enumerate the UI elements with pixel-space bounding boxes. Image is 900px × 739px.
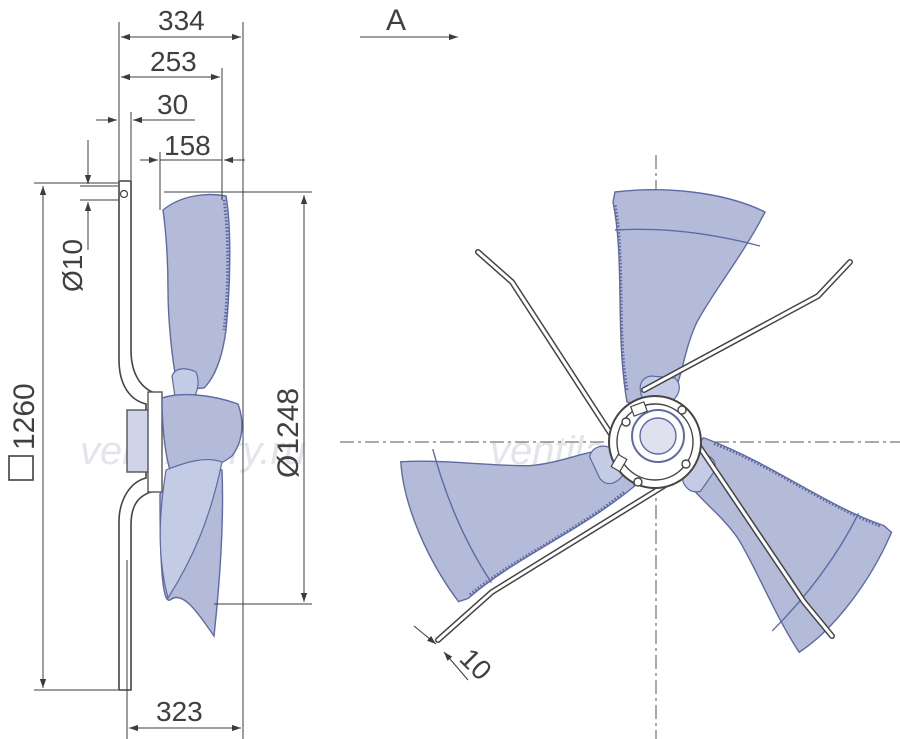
dim-blade-depth: 158 <box>164 130 211 161</box>
frame-bar-upper-left <box>475 249 619 445</box>
front-blade-left <box>380 364 645 606</box>
view-a-indicator: A <box>360 4 458 41</box>
side-view: 334 253 30 158 Ø10 1260 Ø1248 <box>8 5 312 739</box>
dim-hole-diameter: Ø10 <box>57 239 88 292</box>
dim-frame-size: 1260 <box>8 383 41 450</box>
front-blade-top <box>611 188 767 406</box>
dim-blade-to-mount: 253 <box>150 46 197 77</box>
motor-hub <box>126 409 150 473</box>
mount-hole <box>119 189 129 199</box>
view-label: A <box>386 4 406 37</box>
square-icon <box>8 455 34 481</box>
side-blade-upper <box>162 193 231 391</box>
dim-mount-offset: 30 <box>157 89 188 120</box>
dim-bar-width: 10 <box>454 642 498 686</box>
dim-overall-depth: 334 <box>158 5 205 36</box>
front-view: 10 <box>340 155 900 739</box>
side-blade-middle <box>161 393 243 473</box>
dim-base-depth: 323 <box>156 696 203 727</box>
dim-fan-diameter: Ø1248 <box>272 388 305 478</box>
side-frame-bar <box>118 180 159 691</box>
